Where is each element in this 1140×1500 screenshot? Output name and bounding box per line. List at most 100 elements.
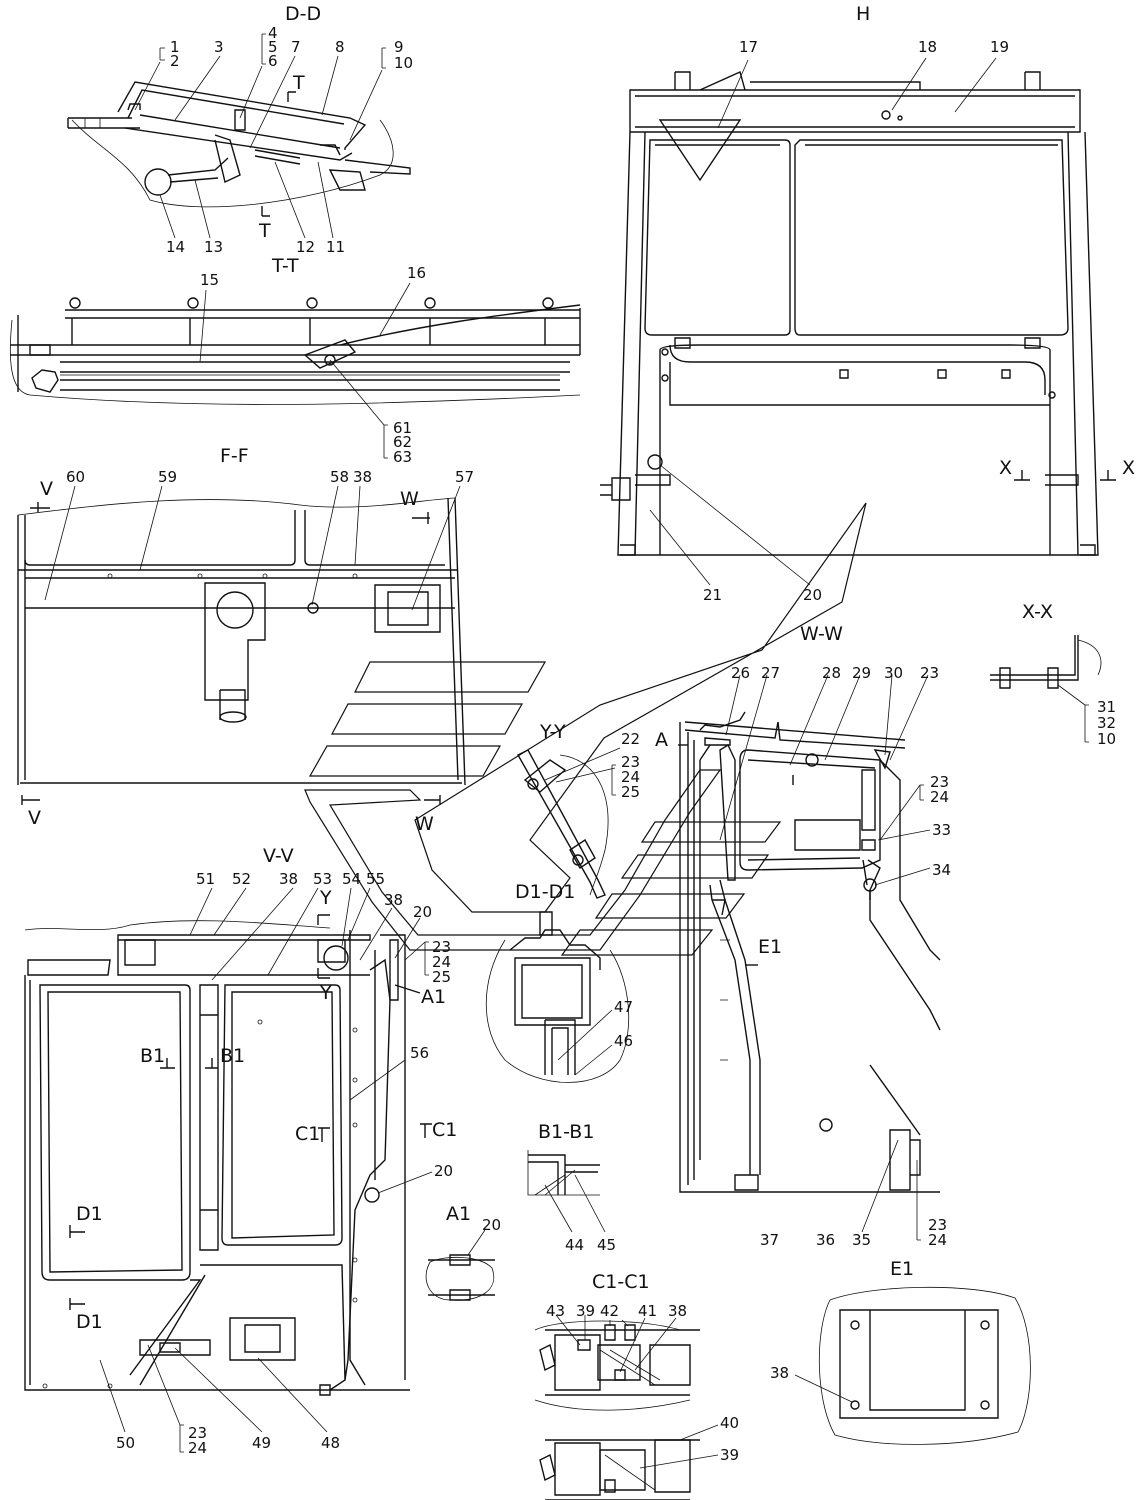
- label-11: 11: [326, 238, 345, 256]
- cut-marker-x-right: X: [1122, 457, 1135, 479]
- label-7: 7: [291, 38, 301, 56]
- label-22: 22: [621, 730, 640, 748]
- label-38-vv-right: 38: [384, 891, 403, 909]
- section-title-a1: A1: [446, 1203, 471, 1225]
- cut-marker-b1-left: B1: [140, 1045, 165, 1067]
- section-title-b1b1: B1-B1: [538, 1121, 594, 1143]
- label-37: 37: [760, 1231, 779, 1249]
- view-detail-a1: A1 20: [425, 1203, 501, 1301]
- label-27: 27: [761, 664, 780, 682]
- section-title-tt: T-T: [271, 255, 299, 277]
- label-58: 58: [330, 468, 349, 486]
- cut-marker-t-top: T: [292, 72, 305, 94]
- label-10: 10: [394, 54, 413, 72]
- label-62: 62: [393, 433, 412, 451]
- section-title-xx: X-X: [1022, 601, 1053, 623]
- label-25-yy: 25: [621, 783, 640, 801]
- section-title-ww: W-W: [800, 623, 843, 645]
- label-57: 57: [455, 468, 474, 486]
- view-section-b1b1: B1-B1 44 45: [527, 1121, 616, 1254]
- label-54: 54: [342, 870, 361, 888]
- label-35: 35: [852, 1231, 871, 1249]
- label-25-vv: 25: [432, 968, 451, 986]
- label-47: 47: [614, 998, 633, 1016]
- label-46: 46: [614, 1032, 633, 1050]
- label-16: 16: [407, 264, 426, 282]
- label-14: 14: [166, 238, 185, 256]
- cut-marker-c1-left: C1: [295, 1123, 320, 1145]
- cut-marker-c1-right: C1: [432, 1119, 457, 1141]
- label-61: 61: [393, 419, 412, 437]
- label-36: 36: [816, 1231, 835, 1249]
- view-section-dd: D-D T T 1 2: [67, 3, 413, 256]
- view-section-ww: W-W A: [655, 623, 951, 1249]
- cut-marker-w-top: W: [400, 488, 419, 510]
- section-title-e1: E1: [890, 1258, 914, 1280]
- label-18: 18: [918, 38, 937, 56]
- section-title-dd: D-D: [285, 3, 321, 25]
- label-34: 34: [932, 861, 951, 879]
- label-23-ww-bottom: 23: [928, 1216, 947, 1234]
- label-24-ww-mid: 24: [930, 788, 949, 806]
- label-23-ww-mid: 23: [930, 773, 949, 791]
- cut-marker-e1: E1: [758, 936, 782, 958]
- label-43: 43: [546, 1302, 565, 1320]
- view-section-ff: F-F V W V W 60 59 58 38 57: [17, 445, 474, 835]
- label-24-vv-bottom: 24: [188, 1439, 207, 1457]
- cut-marker-d1-upper: D1: [76, 1203, 103, 1225]
- label-2: 2: [170, 52, 180, 70]
- view-section-xx: X-X 31 32 10: [990, 601, 1116, 748]
- label-30: 30: [884, 664, 903, 682]
- label-28: 28: [822, 664, 841, 682]
- label-60: 60: [66, 468, 85, 486]
- label-24-ww-bottom: 24: [928, 1231, 947, 1249]
- label-24-yy: 24: [621, 768, 640, 786]
- view-section-c1c1: C1-C1 43 39 42 41 38 40 39: [534, 1271, 739, 1500]
- view-section-vv: V-V: [24, 845, 457, 1457]
- label-38-ff: 38: [353, 468, 372, 486]
- cut-marker-y-bottom: Y: [319, 982, 332, 1004]
- label-19: 19: [990, 38, 1009, 56]
- label-4: 4: [268, 24, 278, 42]
- label-23-yy: 23: [621, 753, 640, 771]
- label-39-c1-bottom: 39: [720, 1446, 739, 1464]
- section-title-h: H: [856, 3, 870, 25]
- view-h: H X X 17 18 19 20 21: [600, 3, 1135, 604]
- cut-marker-v-top: V: [40, 478, 53, 500]
- label-21: 21: [703, 586, 722, 604]
- label-9: 9: [394, 38, 404, 56]
- label-23-vv-bottom: 23: [188, 1424, 207, 1442]
- watermark-logo: [304, 502, 867, 956]
- label-32: 32: [1097, 714, 1116, 732]
- label-15: 15: [200, 271, 219, 289]
- label-6: 6: [268, 52, 278, 70]
- label-10-xx: 10: [1097, 730, 1116, 748]
- cut-marker-d1-lower: D1: [76, 1311, 103, 1333]
- section-title-c1c1: C1-C1: [592, 1271, 650, 1293]
- label-26: 26: [731, 664, 750, 682]
- label-29: 29: [852, 664, 871, 682]
- label-56: 56: [410, 1044, 429, 1062]
- label-44: 44: [565, 1236, 584, 1254]
- cut-marker-t-bottom: T: [258, 220, 271, 242]
- view-section-yy: Y-Y 22 23 24 25: [517, 721, 640, 899]
- section-title-ff: F-F: [220, 445, 249, 467]
- label-5: 5: [268, 38, 278, 56]
- label-20-vv-top: 20: [413, 903, 432, 921]
- section-title-yy: Y-Y: [539, 721, 566, 743]
- label-63: 63: [393, 448, 412, 466]
- label-40: 40: [720, 1414, 739, 1432]
- section-title-d1d1: D1-D1: [515, 881, 575, 903]
- label-1: 1: [170, 38, 180, 56]
- label-31: 31: [1097, 698, 1116, 716]
- label-23-ww-top: 23: [920, 664, 939, 682]
- cut-marker-a1: A1: [421, 986, 446, 1008]
- cut-marker-y-top: Y: [319, 887, 332, 909]
- label-45: 45: [597, 1236, 616, 1254]
- label-41: 41: [638, 1302, 657, 1320]
- label-20-a1: 20: [482, 1216, 501, 1234]
- label-12: 12: [296, 238, 315, 256]
- label-17: 17: [739, 38, 758, 56]
- label-49: 49: [252, 1434, 271, 1452]
